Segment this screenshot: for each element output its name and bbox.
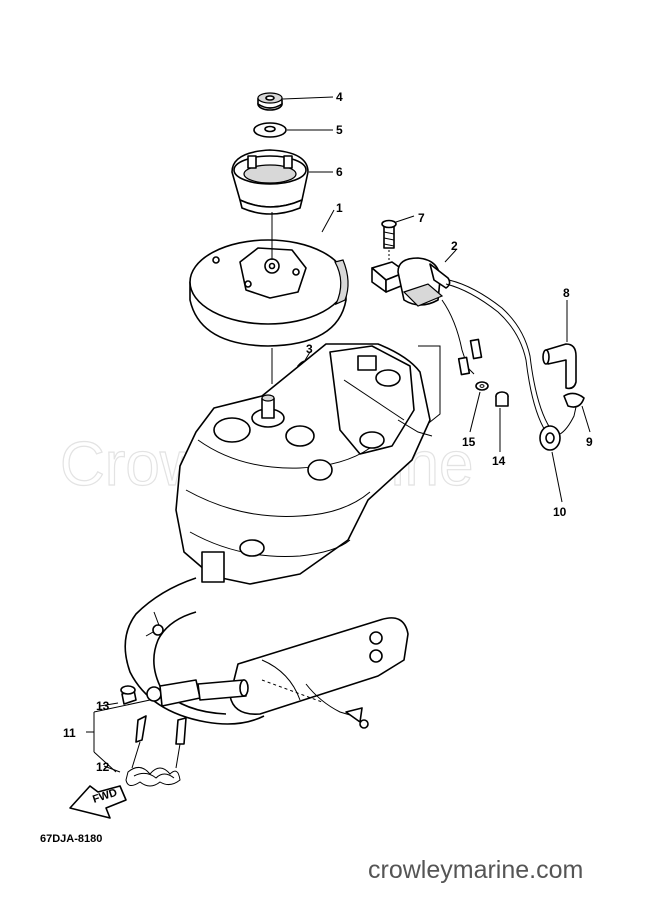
callout-5[interactable]: 5 [336, 123, 343, 137]
callout-1[interactable]: 1 [336, 201, 343, 215]
callout-15[interactable]: 15 [462, 435, 476, 449]
callout-6[interactable]: 6 [336, 165, 343, 179]
tiller-handle [229, 617, 409, 715]
site-footer[interactable]: crowleymarine.com [368, 856, 583, 884]
callout-12[interactable]: 12 [96, 760, 110, 774]
callout-3[interactable]: 3 [306, 342, 313, 356]
pulley-part-6[interactable] [231, 149, 309, 215]
washer-part-5[interactable] [253, 122, 287, 138]
stop-switch-part-11[interactable] [146, 679, 249, 707]
nut-part-4[interactable] [257, 92, 283, 111]
callout-14[interactable]: 14 [492, 454, 506, 468]
bolt-part-7[interactable] [381, 219, 397, 249]
clamp-part-9[interactable] [563, 392, 585, 408]
diagram-code: 67DJA-8180 [40, 833, 102, 845]
callout-8[interactable]: 8 [563, 286, 570, 300]
switch-cap-part-13[interactable] [120, 685, 137, 705]
callout-10[interactable]: 10 [553, 505, 567, 519]
callout-11[interactable]: 11 [63, 726, 76, 740]
grommet-part-10[interactable] [539, 425, 561, 451]
engine-block [175, 343, 433, 585]
lanyard-part-12[interactable] [125, 715, 187, 787]
flywheel-part-1[interactable] [189, 239, 349, 347]
callout-9[interactable]: 9 [586, 435, 593, 449]
plug-cap-part-8[interactable] [542, 343, 577, 390]
callout-4[interactable]: 4 [336, 90, 343, 104]
callout-13[interactable]: 13 [96, 699, 110, 713]
screw-part-14[interactable] [495, 391, 509, 407]
callout-2[interactable]: 2 [451, 239, 458, 253]
washer-part-15[interactable] [475, 381, 489, 391]
ignition-coil-part-2[interactable] [371, 257, 451, 307]
forward-arrow-icon [69, 785, 127, 819]
callout-7[interactable]: 7 [418, 211, 425, 225]
